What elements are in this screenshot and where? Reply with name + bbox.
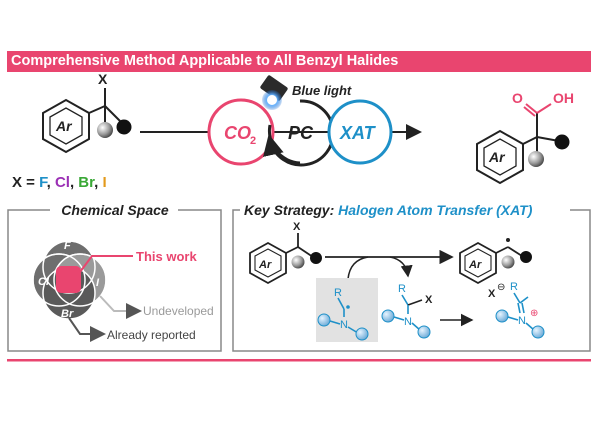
svg-text:2: 2	[250, 135, 256, 147]
svg-text:XAT: XAT	[339, 123, 377, 143]
flashlight-icon	[260, 75, 288, 110]
svg-text:O: O	[512, 90, 523, 106]
svg-text:N: N	[340, 319, 348, 331]
starting-material: Ar X	[42, 71, 132, 154]
product-acid: Ar O OH	[476, 90, 574, 185]
x-label: X	[98, 71, 108, 87]
svg-text:X: X	[488, 288, 496, 300]
svg-text:OH: OH	[553, 90, 574, 106]
petal-Cl: Cl	[38, 276, 50, 288]
chemical-space-title: Chemical Space	[61, 202, 169, 218]
banner-title: Comprehensive Method Applicable to All B…	[11, 53, 399, 69]
undeveloped-label: Undeveloped	[143, 304, 214, 318]
petal-F: F	[64, 240, 71, 252]
this-work-region	[56, 266, 81, 293]
bottom-rule	[7, 359, 591, 362]
blue-light-label: Blue light	[292, 83, 352, 98]
already-reported-label: Already reported	[107, 328, 196, 342]
petal-I: I	[96, 277, 100, 289]
svg-text:R: R	[510, 281, 518, 293]
substituent-grey-sphere	[97, 122, 113, 138]
svg-text:⊖: ⊖	[497, 282, 505, 293]
svg-text:PC: PC	[288, 123, 314, 143]
photocatalyst-cycle: PC	[263, 99, 335, 167]
svg-text:N: N	[518, 315, 526, 327]
xat-reagent: XAT	[327, 99, 393, 165]
svg-text:X: X	[425, 294, 433, 306]
svg-text:⊕: ⊕	[530, 308, 538, 319]
x-option-I: I	[102, 174, 106, 191]
ar-label: Ar	[55, 118, 73, 134]
x-definition: X = F, Cl, Br, I	[12, 174, 107, 191]
svg-text:R: R	[334, 287, 342, 299]
svg-text:CO: CO	[224, 123, 251, 143]
svg-text:R: R	[398, 283, 406, 295]
svg-text:Ar: Ar	[488, 149, 506, 165]
x-option-Cl: Cl	[55, 174, 70, 191]
key-strategy-title: Key Strategy: Halogen Atom Transfer (XAT…	[244, 202, 533, 218]
key-strategy-panel: Key Strategy: Halogen Atom Transfer (XAT…	[232, 201, 591, 352]
chemical-space-panel: Chemical Space F Cl I Br This work Undev…	[7, 201, 222, 352]
svg-text:X: X	[293, 221, 301, 233]
x-option-F: F	[39, 174, 48, 191]
svg-text:Ar: Ar	[468, 259, 482, 271]
petal-Br: Br	[61, 308, 74, 320]
co2-reagent: CO 2	[207, 98, 275, 166]
svg-text:Ar: Ar	[258, 259, 272, 271]
substituent-black-sphere	[116, 119, 132, 135]
title-banner: Comprehensive Method Applicable to All B…	[7, 51, 591, 72]
x-option-Br: Br	[78, 174, 95, 191]
this-work-label: This work	[136, 249, 197, 264]
svg-text:N: N	[404, 316, 412, 328]
